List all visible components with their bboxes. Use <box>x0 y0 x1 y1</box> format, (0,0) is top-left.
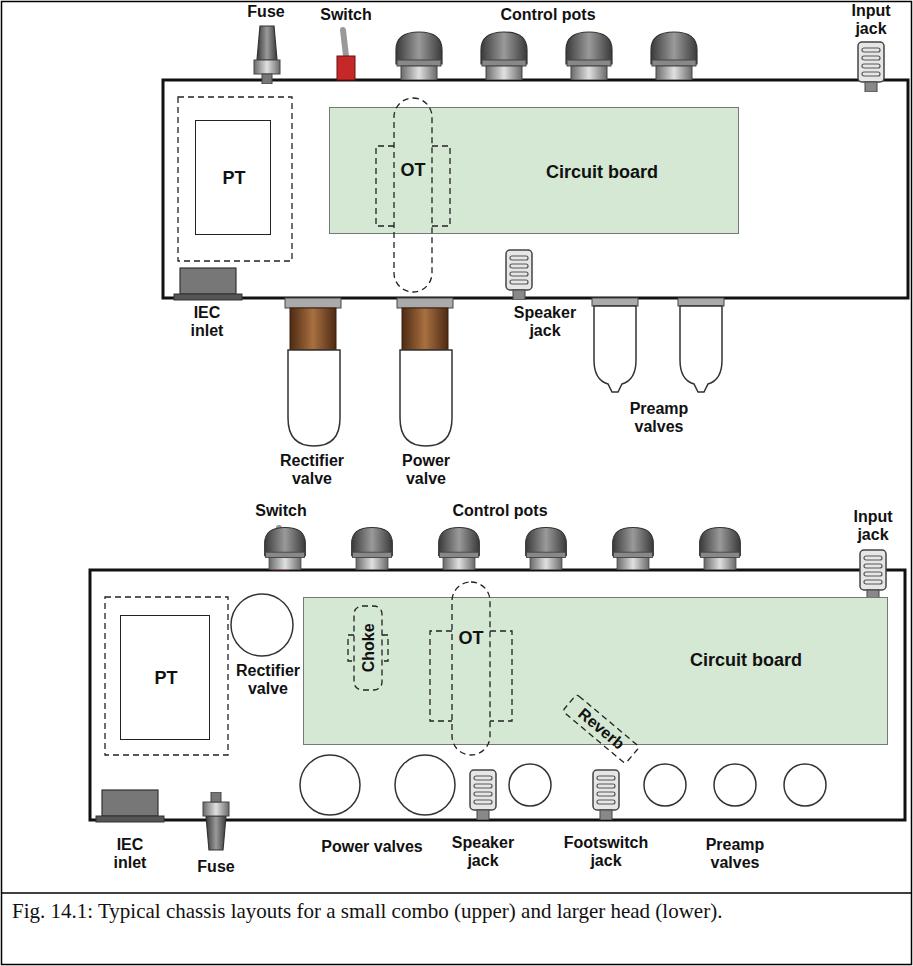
figure-caption: Fig. 14.1: Typical chassis layouts for a… <box>12 898 792 924</box>
valve-glass <box>680 306 722 392</box>
iec-inlet <box>180 268 236 294</box>
valve-glass <box>400 350 452 446</box>
valve-socket <box>397 298 453 308</box>
node-label: Reverb <box>575 705 628 753</box>
part-label: Fuse <box>236 3 296 21</box>
transformer-bracket <box>376 146 450 226</box>
control-pot <box>651 32 697 80</box>
footswitch-jack <box>593 770 619 820</box>
chassis-outline <box>163 80 908 298</box>
head-chassis <box>90 527 905 850</box>
valve-socket <box>285 298 341 308</box>
part-label: Switch <box>241 502 321 520</box>
transformer-core <box>452 582 490 755</box>
input-jack <box>860 550 886 600</box>
node-label: Circuit board <box>546 163 658 183</box>
control-pot <box>566 32 612 80</box>
part-label: Power valve <box>391 452 461 489</box>
circuit-board: Circuit board OT <box>329 107 739 234</box>
node-label: Circuit board <box>690 651 802 671</box>
part-label: Rectifier valve <box>267 452 357 489</box>
preamp-valve-socket <box>714 764 756 806</box>
preamp-valve <box>678 298 724 392</box>
part-label: Speaker jack <box>508 304 582 341</box>
power-valve-socket <box>395 755 455 815</box>
output-transformer: OT <box>429 581 513 756</box>
iec-flange <box>174 294 242 300</box>
preamp-valve-socket <box>784 764 826 806</box>
valve-base <box>290 308 336 350</box>
caption-rule <box>2 892 912 894</box>
control-pot <box>700 527 741 569</box>
control-pot <box>396 32 442 80</box>
transformer-box: PT <box>195 120 271 235</box>
part-label: Rectifier valve <box>232 662 304 699</box>
part-label: IEC inlet <box>179 304 235 341</box>
node-label: PT <box>223 169 246 189</box>
control-pot <box>352 527 393 569</box>
fuse-holder <box>203 792 229 850</box>
transformer-core <box>394 98 432 292</box>
combo-chassis <box>163 26 908 446</box>
part-label: IEC inlet <box>102 836 158 873</box>
control-pot <box>439 527 480 569</box>
transformer-area <box>105 597 228 755</box>
transformer-area <box>178 97 292 261</box>
iec-inlet <box>102 790 158 816</box>
preamp-valve-socket <box>644 764 686 806</box>
switch-body <box>337 56 355 80</box>
control-pot <box>613 527 654 569</box>
part-label: Footswitch jack <box>556 834 656 871</box>
output-transformer: OT <box>375 97 451 293</box>
reverb-tank: Reverb <box>561 693 641 765</box>
part-label: Fuse <box>191 858 241 876</box>
part-label: Input jack <box>843 2 899 39</box>
preamp-valve-socket <box>509 764 551 806</box>
control-pot <box>481 32 527 80</box>
reverb-outline <box>563 694 640 764</box>
part-label: Power valves <box>302 838 442 856</box>
speaker-jack <box>506 250 532 300</box>
valve-socket <box>592 298 638 306</box>
power-valve-socket <box>300 755 360 815</box>
node-outline <box>375 97 451 293</box>
node-outline <box>429 581 513 756</box>
control-pot <box>526 527 567 569</box>
part-label: Preamp valves <box>695 836 775 873</box>
part-label: Control pots <box>420 502 580 520</box>
power-valve <box>397 298 453 446</box>
transformer-box: PT <box>120 615 210 740</box>
part-label: Control pots <box>468 6 628 24</box>
fuse-holder <box>254 26 280 84</box>
speaker-jack <box>470 770 496 820</box>
valve-glass <box>288 350 340 446</box>
valve-base <box>402 308 448 350</box>
choke-core <box>354 606 382 690</box>
choke-outline: Choke <box>353 605 383 691</box>
node-label: Choke <box>359 623 377 672</box>
node-label: OT <box>401 161 426 181</box>
part-label: Input jack <box>845 508 901 545</box>
rectifier-valve <box>285 298 341 446</box>
part-label: Switch <box>306 6 386 24</box>
part-label: Speaker jack <box>446 834 520 871</box>
node-label: PT <box>155 669 178 689</box>
input-jack <box>858 42 884 92</box>
chassis-outline <box>90 570 905 820</box>
preamp-valve <box>592 298 638 392</box>
switch-lever <box>343 30 346 56</box>
circuit-board: Circuit boardChokeOTReverb <box>303 597 888 745</box>
iec-flange <box>96 816 164 822</box>
rectifier-socket <box>231 594 293 656</box>
valve-socket <box>678 298 724 306</box>
valve-glass <box>594 306 636 392</box>
part-label: Preamp valves <box>619 400 699 437</box>
node-label: OT <box>459 629 484 649</box>
control-pot <box>265 527 306 569</box>
